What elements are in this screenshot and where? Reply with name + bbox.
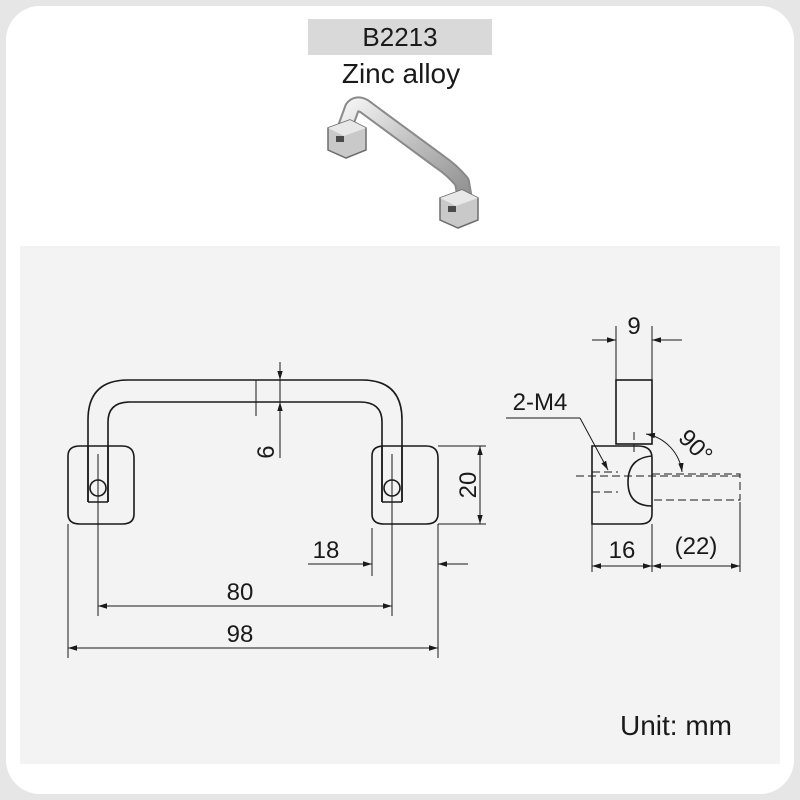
front-view (67, 379, 439, 525)
technical-drawing: 6 20 18 80 98 (67, 313, 741, 658)
dim-overall-length-label: 98 (227, 621, 254, 648)
product-card: B2213 Zinc alloy (6, 6, 794, 794)
side-view (591, 379, 653, 525)
dim-height-label: 20 (455, 472, 482, 499)
dim-thickness-label: 6 (253, 445, 280, 458)
front-centerlines (67, 362, 486, 658)
unit-label: Unit: mm (620, 710, 732, 741)
product-photo (327, 96, 479, 229)
dim-angle (645, 432, 684, 473)
dim-foot-width-label: 18 (313, 537, 340, 564)
side-hidden-lines (576, 432, 741, 501)
dim-hole-spacing-label: 80 (227, 579, 254, 606)
dim-rotated-label: (22) (675, 533, 718, 560)
material-label: Zinc alloy (341, 58, 461, 89)
dim-thread-label: 2-M4 (513, 389, 568, 416)
dim-base-label: 16 (609, 537, 636, 564)
model-badge: B2213 (308, 19, 492, 55)
side-extension-lines (591, 326, 741, 572)
technical-drawing-panel (20, 246, 780, 764)
dim-bar-width-label: 9 (627, 313, 640, 340)
thread-leader (506, 417, 609, 471)
